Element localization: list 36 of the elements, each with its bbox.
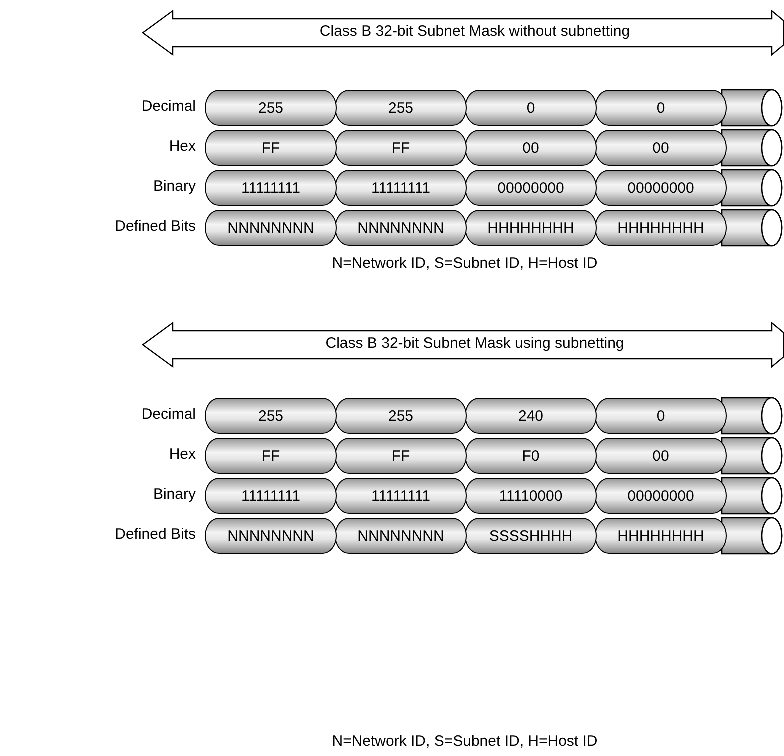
pipe-segment: FF: [335, 130, 467, 166]
legend-note: N=Network ID, S=Subnet ID, H=Host ID: [331, 733, 599, 750]
legend-note: N=Network ID, S=Subnet ID, H=Host ID: [331, 255, 599, 272]
pipe-segment: 0: [465, 90, 597, 126]
pipe-segment: 11111111: [205, 478, 337, 514]
pipe-segment: NNNNNNNN: [205, 518, 337, 554]
pipe-segment: 255: [335, 90, 467, 126]
pipe-segment: NNNNNNNN: [205, 210, 337, 246]
pipe-segment: FF: [205, 130, 337, 166]
pipe-segment: SSSSHHHH: [465, 518, 597, 554]
pipe-segment: 00000000: [465, 170, 597, 206]
pipe-segment: 255: [335, 398, 467, 434]
pipe-segment: 11111111: [335, 478, 467, 514]
pipe-segment: FF: [335, 438, 467, 474]
pipe-segment: HHHHHHHH: [465, 210, 597, 246]
row-label: Hex: [169, 446, 196, 463]
row-label: Decimal: [142, 406, 196, 423]
pipe-segment: 255: [205, 90, 337, 126]
row-label: Decimal: [142, 98, 196, 115]
pipe-segment: 11111111: [205, 170, 337, 206]
row-label: Hex: [169, 138, 196, 155]
pipe-segment: 00: [465, 130, 597, 166]
row-label: Binary: [153, 178, 196, 195]
row-label: Defined Bits: [115, 526, 196, 543]
pipe-segment: 240: [465, 398, 597, 434]
pipe-segment: 255: [205, 398, 337, 434]
span-label: Class B 32-bit Subnet Mask using subnetting: [324, 335, 626, 352]
row-label: Binary: [153, 486, 196, 503]
row-label: Defined Bits: [115, 218, 196, 235]
pipe-segment: NNNNNNNN: [335, 518, 467, 554]
pipe-segment: 11110000: [465, 478, 597, 514]
span-label: Class B 32-bit Subnet Mask without subnetting: [318, 23, 632, 40]
pipe-segment: 11111111: [335, 170, 467, 206]
pipe-segment: NNNNNNNN: [335, 210, 467, 246]
pipe-segment: F0: [465, 438, 597, 474]
pipe-segment: FF: [205, 438, 337, 474]
